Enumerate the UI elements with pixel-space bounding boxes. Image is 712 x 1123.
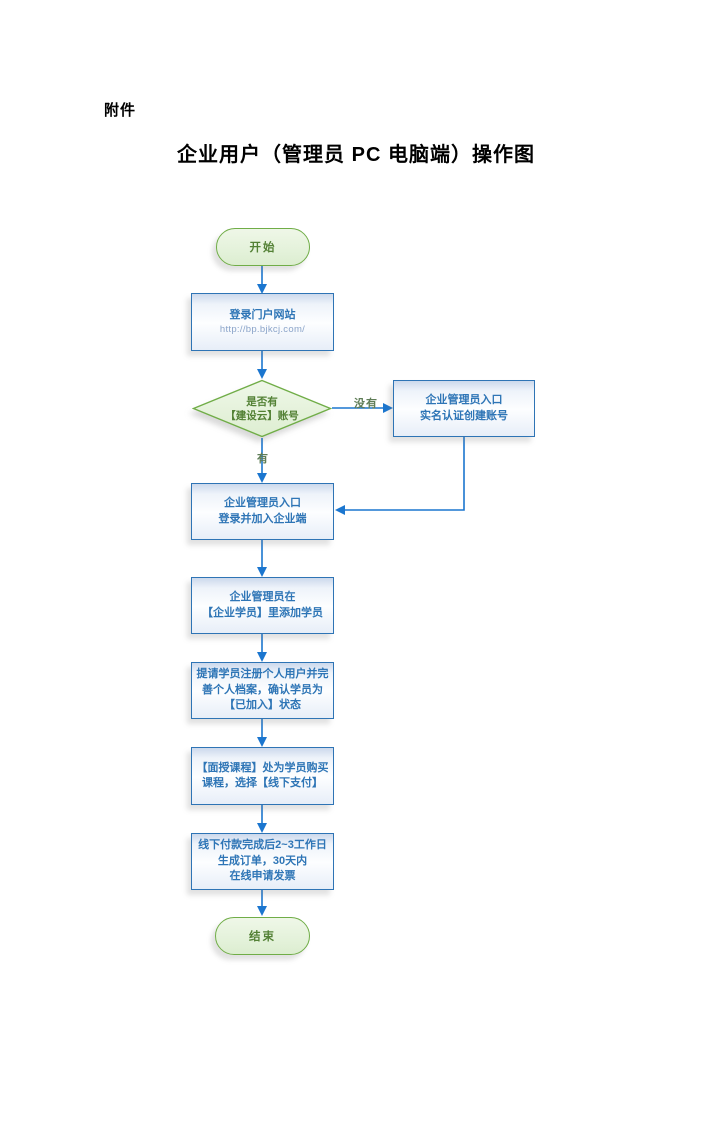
end-node: 结束 [215, 917, 310, 955]
arrow-invoice [257, 823, 267, 833]
arrow-register [257, 652, 267, 662]
login-node: 企业管理员入口 登录并加入企业端 [191, 483, 334, 540]
arrow-portal [257, 284, 267, 294]
edge-label-no: 没有 [354, 398, 378, 410]
register-line2: 善个人档案，确认学员为 [202, 683, 323, 696]
login-line2: 登录并加入企业端 [218, 512, 307, 525]
start-node: 开始 [216, 228, 310, 266]
invoice-line2: 生成订单，30天内 [217, 854, 308, 867]
attachment-label: 附件 [104, 102, 137, 119]
arrow-add [257, 567, 267, 577]
arrow-create [383, 403, 393, 413]
add-students-line1: 企业管理员在 [229, 591, 296, 603]
create-account-line2: 实名认证创建账号 [420, 409, 508, 422]
decision-line2: 【建设云】账号 [225, 409, 299, 422]
register-node: 提请学员注册个人用户并完 善个人档案，确认学员为 【已加入】状态 [191, 662, 334, 719]
register-line1: 提请学员注册个人用户并完 [196, 668, 329, 681]
arrow-purchase [257, 737, 267, 747]
portal-url: http://bp.bjkcj.com/ [219, 324, 306, 336]
login-line1: 企业管理员入口 [224, 497, 301, 509]
end-label: 结束 [249, 931, 276, 943]
create-account-line1: 企业管理员入口 [425, 394, 503, 406]
add-students-line2: 【企业学员】里添加学员 [202, 606, 323, 619]
register-line3: 【已加入】状态 [224, 699, 301, 712]
diamond-shape [192, 379, 332, 438]
decision-line1: 是否有 [246, 395, 278, 408]
purchase-node: 【面授课程】处为学员购买 课程，选择【线下支付】 [191, 747, 334, 805]
portal-node: 登录门户网站 http://bp.bjkcj.com/ [191, 293, 334, 351]
decision-node: 是否有 【建设云】账号 [192, 379, 332, 438]
invoice-line3: 在线申请发票 [229, 870, 296, 883]
arrow-decision [257, 369, 267, 379]
connector-create-login [344, 437, 465, 511]
invoice-line1: 线下付款完成后2~3工作日 [198, 839, 327, 852]
purchase-line1: 【面授课程】处为学员购买 [196, 761, 329, 774]
purchase-line2: 课程，选择【线下支付】 [202, 777, 323, 789]
arrow-login-right [335, 505, 345, 515]
page-title: 企业用户（管理员 PC 电脑端）操作图 [177, 144, 535, 166]
create-account-node: 企业管理员入口 实名认证创建账号 [393, 380, 535, 437]
arrow-end [257, 906, 267, 916]
start-label: 开始 [249, 242, 277, 254]
decision-text: 是否有 【建设云】账号 [192, 379, 332, 438]
edge-label-yes: 有 [257, 453, 269, 465]
add-students-node: 企业管理员在 【企业学员】里添加学员 [191, 577, 334, 634]
arrow-login [257, 473, 267, 483]
invoice-node: 线下付款完成后2~3工作日 生成订单，30天内 在线申请发票 [191, 833, 334, 890]
portal-line1: 登录门户网站 [229, 308, 296, 321]
